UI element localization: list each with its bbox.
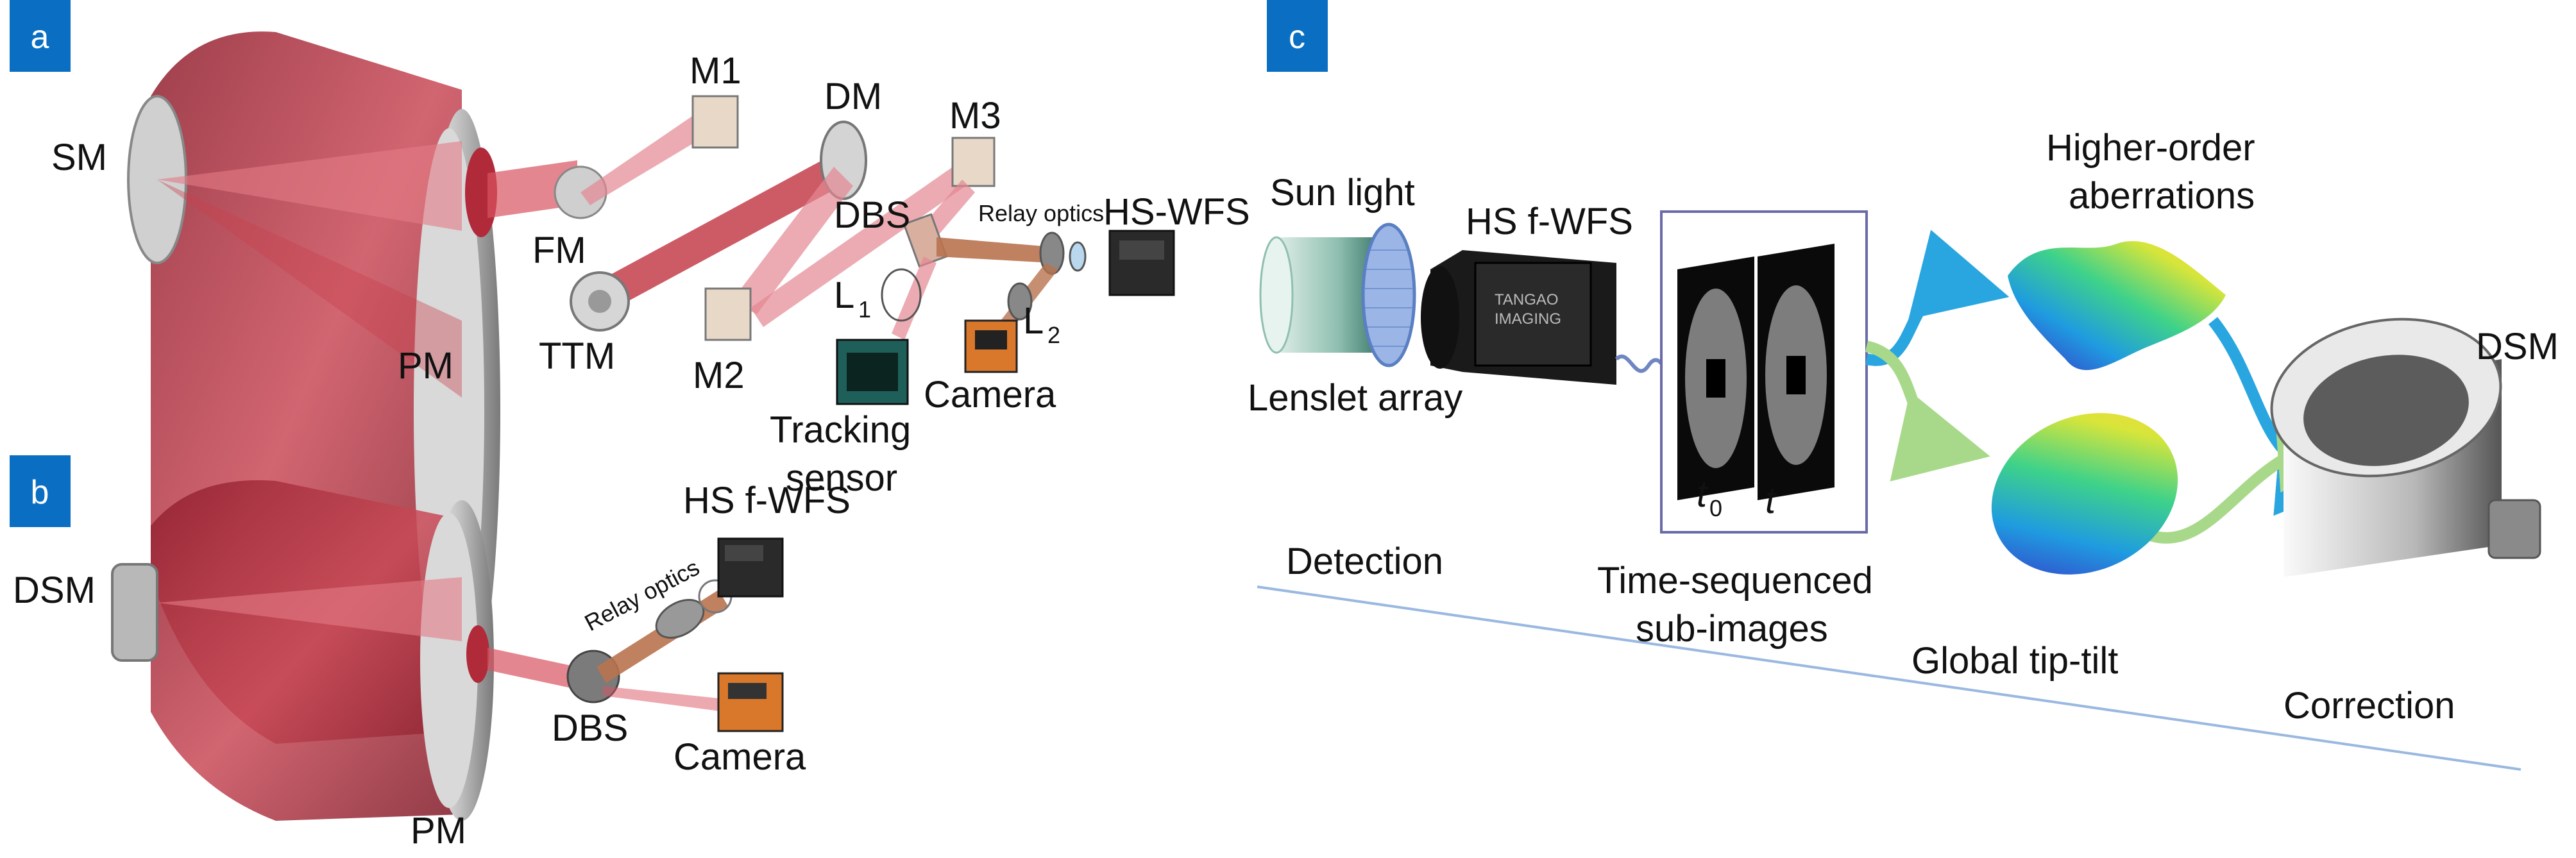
label-timeseq-1: Time-sequenced bbox=[1597, 560, 1873, 601]
label-global: Global tip-tilt bbox=[1911, 640, 2118, 682]
label-ttm: TTM bbox=[539, 335, 615, 377]
label-l1: L bbox=[834, 274, 854, 316]
baseline-line bbox=[1257, 585, 2521, 771]
label-hsfwfs-c: HS f-WFS bbox=[1466, 201, 1633, 242]
deformable-secondary-mirror-b bbox=[111, 563, 158, 662]
beam-dm-m2 bbox=[731, 167, 853, 314]
panel-a-badge-text: a bbox=[31, 19, 49, 56]
label-m3: M3 bbox=[949, 95, 1001, 137]
camera-brand-1: TANGAO bbox=[1495, 291, 1559, 308]
label-dbs-a: DBS bbox=[834, 194, 910, 236]
label-camera-b: Camera bbox=[674, 736, 806, 778]
beam-m2-m3 bbox=[750, 160, 975, 327]
label-camera-a: Camera bbox=[924, 374, 1056, 416]
label-dm: DM bbox=[824, 76, 882, 117]
label-dsm-c: DSM bbox=[2476, 326, 2559, 367]
arrow-to-tip-tilt bbox=[1865, 341, 1990, 482]
panel-a: a SM PM FM M1 TTM DM M2 bbox=[10, 0, 1250, 744]
panel-c-badge bbox=[1267, 0, 1328, 72]
tip-tilt-surface bbox=[1991, 413, 2178, 575]
label-dbs-b: DBS bbox=[552, 707, 628, 749]
lenslet-array bbox=[1361, 223, 1416, 367]
panel-b: b DSM PM DBS Relay optics HS f-WFS Camer… bbox=[10, 455, 851, 852]
label-fm: FM bbox=[532, 230, 586, 271]
label-t: t bbox=[1765, 480, 1777, 521]
panel-b-badge bbox=[10, 455, 71, 527]
label-relay-a: Relay optics bbox=[978, 200, 1104, 226]
label-tracking-2: sensor bbox=[786, 457, 897, 499]
label-pm-a: PM bbox=[398, 345, 453, 387]
relay-beam-a bbox=[936, 237, 1052, 263]
mirror-m1 bbox=[691, 95, 739, 149]
beam-to-dbs-b bbox=[487, 648, 577, 689]
mirror-m3 bbox=[951, 137, 996, 187]
label-lenslet: Lenslet array bbox=[1248, 377, 1462, 419]
label-hsfwfs-b: HS f-WFS bbox=[683, 480, 851, 521]
lens-l2 bbox=[1007, 282, 1033, 321]
label-m1: M1 bbox=[690, 50, 741, 92]
mirror-m2 bbox=[704, 287, 752, 341]
label-t0-sub: 0 bbox=[1709, 495, 1722, 521]
panel-b-telescope bbox=[111, 480, 494, 821]
beam-fm-m1 bbox=[580, 103, 718, 205]
camera-b bbox=[717, 672, 784, 732]
label-l1-sub: 1 bbox=[858, 296, 871, 323]
camera-brand-2: IMAGING bbox=[1495, 310, 1561, 328]
beam-ttm-dm bbox=[597, 154, 853, 308]
lens-l1 bbox=[881, 268, 922, 322]
label-sm: SM bbox=[51, 137, 107, 178]
label-timeseq-2: sub-images bbox=[1636, 608, 1828, 650]
panel-b-badge-text: b bbox=[31, 474, 49, 511]
label-detection: Detection bbox=[1286, 541, 1443, 582]
label-l2-sub: 2 bbox=[1047, 322, 1060, 348]
label-sunlight: Sun light bbox=[1270, 172, 1415, 214]
label-hswfs: HS-WFS bbox=[1103, 191, 1250, 233]
higher-order-surface bbox=[2008, 241, 2226, 371]
sunlight-beam bbox=[1276, 237, 1379, 353]
dsm-device bbox=[2270, 317, 2541, 577]
panel-c: c Sun light Lenslet array TANGAO IMAGING… bbox=[1248, 0, 2559, 771]
panel-c-badge-text: c bbox=[1289, 19, 1305, 56]
label-pm-b: PM bbox=[411, 810, 466, 852]
label-higher-2: aberrations bbox=[2069, 175, 2255, 217]
label-correction: Correction bbox=[2284, 685, 2455, 727]
label-t0: t bbox=[1697, 473, 1709, 515]
label-higher-1: Higher-order bbox=[2046, 127, 2255, 169]
label-l2: L bbox=[1023, 300, 1044, 342]
beam-to-fm bbox=[487, 160, 577, 218]
label-tracking-1: Tracking bbox=[770, 409, 911, 451]
label-m2: M2 bbox=[693, 355, 745, 396]
label-dsm-b: DSM bbox=[13, 569, 96, 611]
panel-a-badge bbox=[10, 0, 71, 72]
